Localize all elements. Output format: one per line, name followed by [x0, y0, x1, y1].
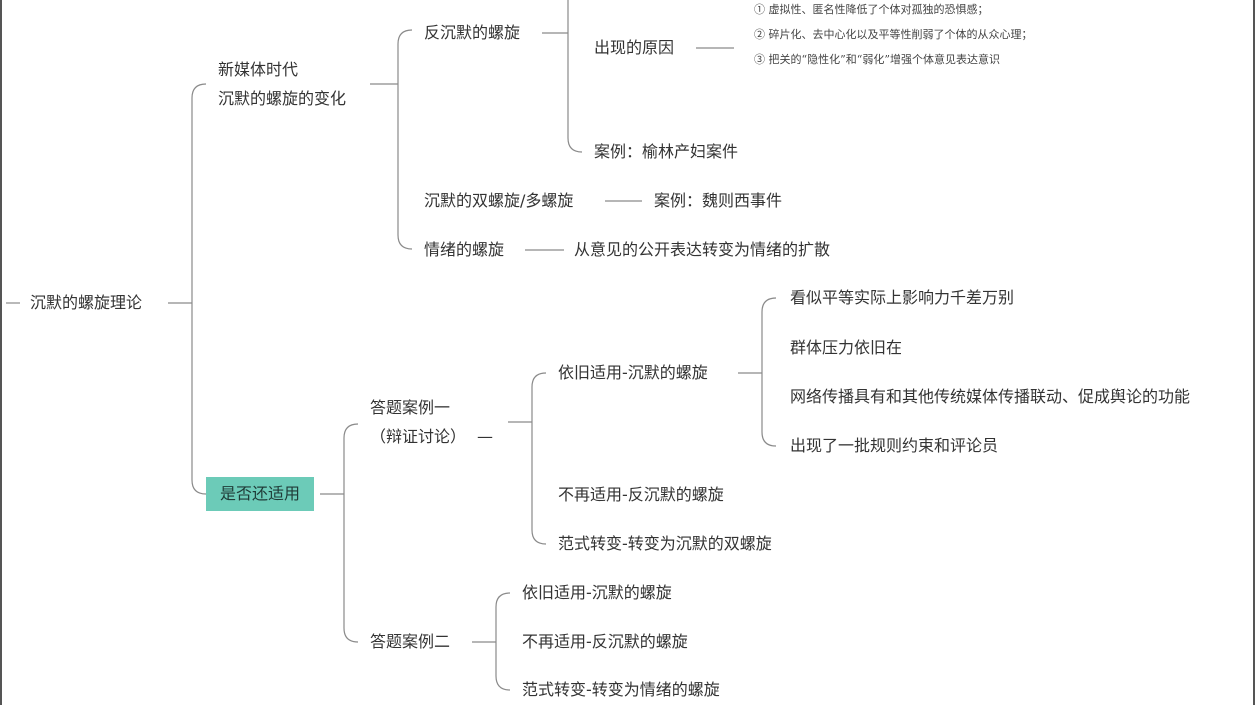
case1-no-longer-node[interactable]: 不再适用-反沉默的螺旋	[558, 485, 724, 504]
anti-case-node[interactable]: 案例：榆林产妇案件	[594, 142, 739, 161]
double-spiral-node[interactable]: 沉默的双螺旋/多螺旋	[424, 191, 574, 210]
case1-reason-4[interactable]: 出现了一批规则约束和评论员	[790, 436, 999, 455]
case1-node[interactable]: 答题案例一 （辩证讨论）	[370, 393, 466, 451]
case1-paradigm-node[interactable]: 范式转变-转变为沉默的双螺旋	[558, 534, 772, 553]
emotion-spiral-node[interactable]: 情绪的螺旋	[424, 240, 505, 259]
reason-note-1: ① 虚拟性、匿名性降低了个体对孤独的恐惧感；	[754, 3, 989, 16]
root-bracket	[191, 83, 207, 495]
case2-paradigm-node[interactable]: 范式转变-转变为情绪的螺旋	[522, 680, 720, 699]
case1-line1: 答题案例一	[370, 398, 451, 417]
anti-spiral-node[interactable]: 反沉默的螺旋	[424, 23, 521, 42]
still-applicable-bracket	[761, 297, 777, 447]
branch1-node[interactable]: 新媒体时代 沉默的螺旋的变化	[218, 55, 346, 113]
case1-bracket	[531, 372, 547, 545]
branch1-line2: 沉默的螺旋的变化	[218, 89, 347, 108]
case2-no-longer-node[interactable]: 不再适用-反沉默的螺旋	[522, 632, 688, 651]
branch1-line1: 新媒体时代	[218, 60, 299, 79]
case1-reason-3[interactable]: 网络传播具有和其他传统媒体传播联动、促成舆论的功能	[790, 387, 1191, 406]
double-case-node[interactable]: 案例：魏则西事件	[654, 191, 783, 210]
case2-bracket	[495, 592, 511, 691]
case1-line2: （辩证讨论）	[370, 427, 467, 446]
case2-still-node[interactable]: 依旧适用-沉默的螺旋	[522, 583, 672, 602]
case1-reason-1[interactable]: 看似平等实际上影响力千差万别	[790, 288, 1015, 307]
reason-note-3: ③ 把关的“隐性化”和“弱化”增强个体意见表达意识	[754, 53, 1000, 66]
branch2-bracket	[343, 423, 359, 643]
emotion-desc-node[interactable]: 从意见的公开表达转变为情绪的扩散	[574, 240, 831, 259]
branch1-bracket	[397, 29, 413, 250]
branch2-node[interactable]: 是否还适用	[206, 477, 315, 511]
case1-reason-2[interactable]: 群体压力依旧在	[790, 338, 903, 357]
case1-still-node[interactable]: 依旧适用-沉默的螺旋	[558, 363, 708, 382]
root-node[interactable]: 沉默的螺旋理论	[30, 293, 143, 312]
reasons-node[interactable]: 出现的原因	[594, 38, 675, 57]
reason-note-2: ② 碎片化、去中心化以及平等性削弱了个体的从众心理；	[754, 28, 1033, 41]
anti-spiral-bracket	[567, 0, 583, 153]
case1-dash: —	[477, 427, 493, 446]
case2-node[interactable]: 答题案例二	[370, 632, 451, 651]
